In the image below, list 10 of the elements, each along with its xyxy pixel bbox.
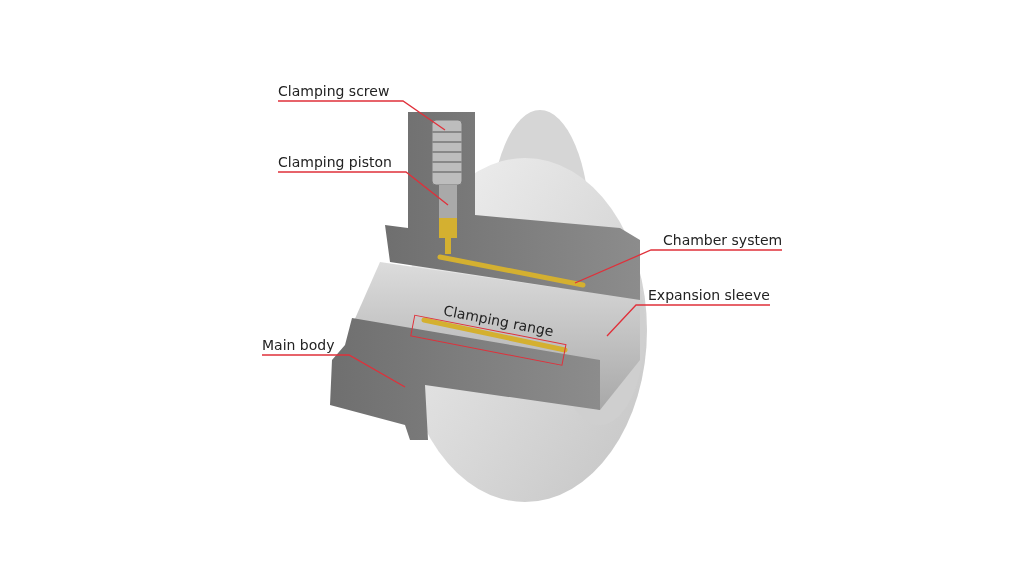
leader-line xyxy=(574,249,783,284)
part-label: Main body xyxy=(262,336,335,354)
part-label: Chamber system xyxy=(663,231,783,249)
part-label: Clamping piston xyxy=(278,153,392,171)
part-label: Clamping screw xyxy=(278,82,390,100)
part-label: Expansion sleeve xyxy=(648,286,770,304)
leader-line xyxy=(277,100,446,131)
leader-line xyxy=(606,304,771,337)
leader-line xyxy=(277,171,449,206)
leader-line xyxy=(261,354,406,388)
